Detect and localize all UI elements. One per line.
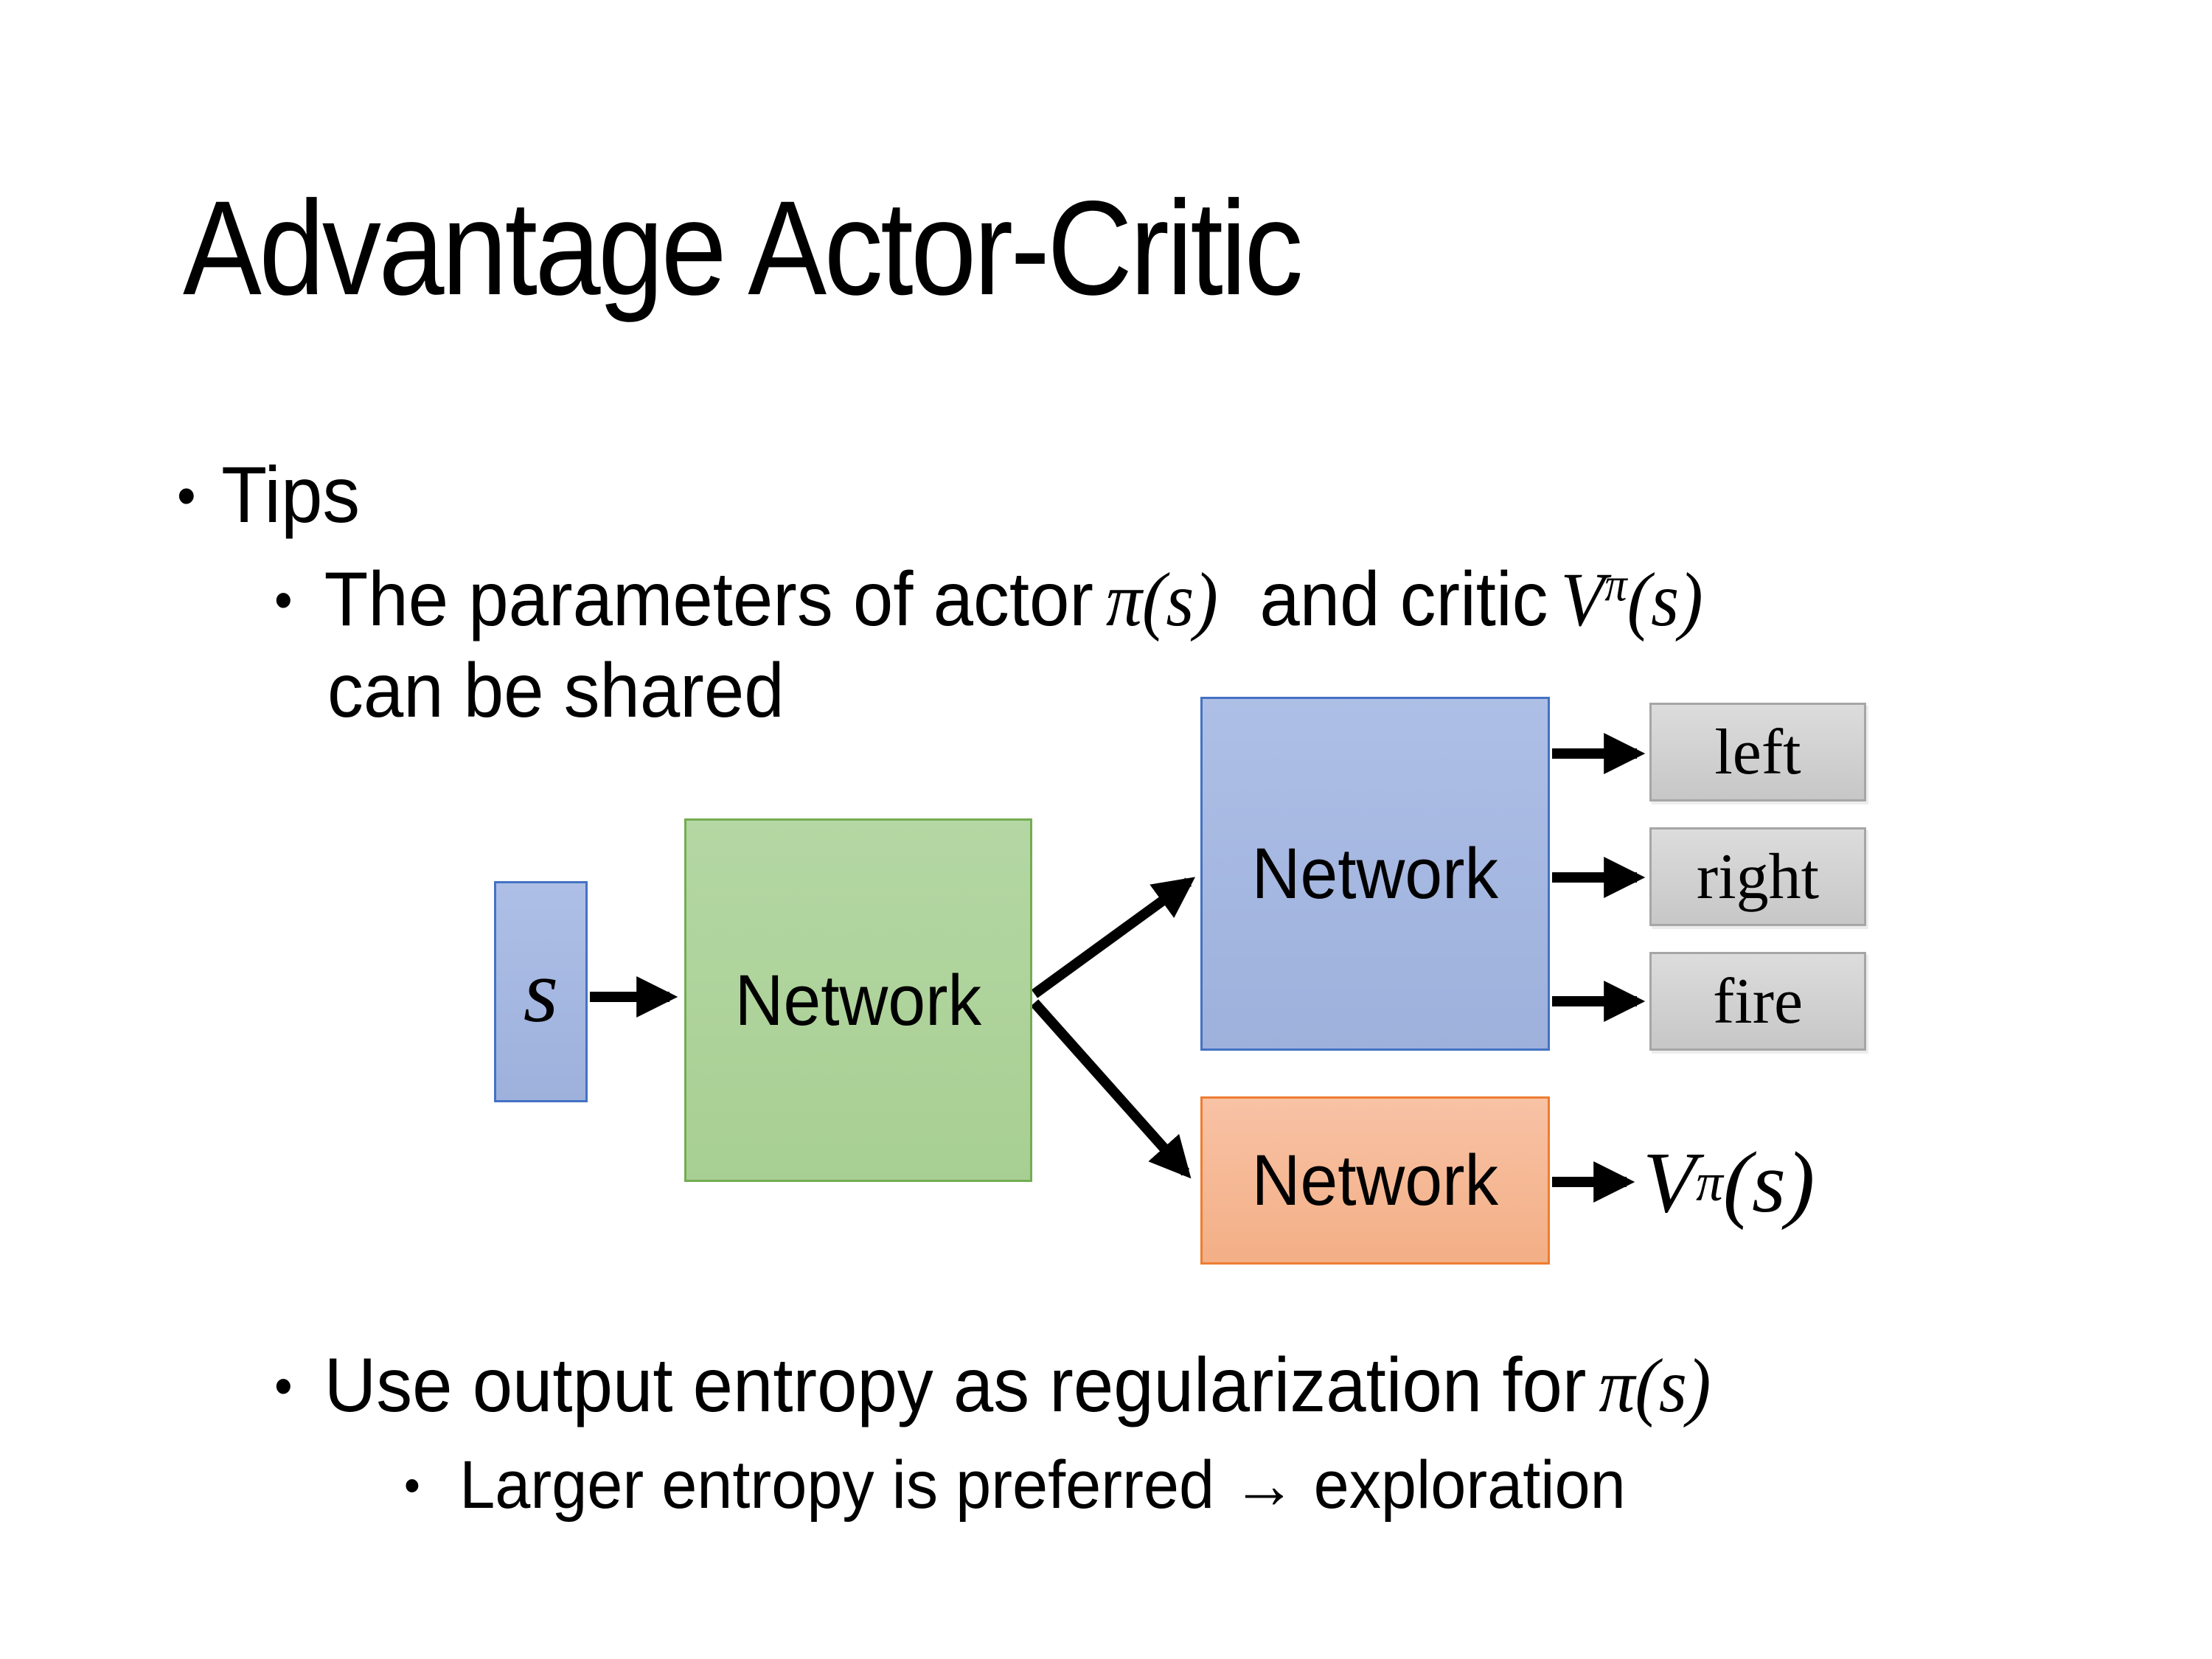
larger-entropy-text: Larger entropy is preferred → exploratio…	[459, 1447, 1626, 1523]
state-label: s	[523, 942, 559, 1041]
bullet-dot: •	[274, 568, 293, 631]
bullet-dot: •	[404, 1458, 420, 1514]
critic-math-sup: π	[1604, 558, 1627, 611]
page-title: Advantage Actor-Critic	[183, 173, 1303, 323]
action-label-fire: fire	[1712, 965, 1804, 1037]
actor-network-label: Network	[1251, 833, 1499, 914]
bullet-item-larger-entropy: • Larger entropy is preferred → explorati…	[404, 1447, 1626, 1524]
entropy-math: π(s)	[1599, 1343, 1711, 1428]
value-output-args: (s)	[1722, 1134, 1815, 1231]
bullet-dot: •	[177, 464, 196, 528]
entropy-text: Use output entropy as regularization for	[324, 1343, 1587, 1428]
critic-math-base: V	[1560, 557, 1605, 642]
tips-label: Tips	[221, 450, 361, 539]
critic-math: Vπ(s)	[1560, 557, 1703, 642]
actor-network-box: Network	[1200, 697, 1550, 1051]
value-output-base: V	[1643, 1134, 1697, 1231]
bullet-item-entropy: • Use output entropy as regularization fo…	[274, 1342, 1721, 1430]
state-input-box: s	[494, 881, 588, 1102]
bullet-item-parameters-wrap: can be shared	[327, 647, 785, 735]
arrow-shared-to-critic	[1030, 999, 1192, 1179]
critic-network-box: Network	[1200, 1096, 1550, 1265]
bullet-dot: •	[274, 1354, 293, 1417]
action-box-right: right	[1649, 827, 1866, 926]
actor-math: π(s)	[1105, 557, 1218, 642]
parameters-text-line2: can be shared	[327, 648, 785, 734]
bullet-item-tips: • Tips	[177, 448, 360, 540]
shared-network-box: Network	[684, 818, 1032, 1182]
action-label-left: left	[1714, 716, 1801, 788]
parameters-text-mid: and critic	[1259, 557, 1548, 642]
critic-network-label: Network	[1251, 1140, 1499, 1220]
value-output-sup: π	[1696, 1152, 1723, 1212]
action-label-right: right	[1696, 841, 1820, 913]
critic-math-args: (s)	[1627, 557, 1703, 642]
arrow-shared-to-actor	[1031, 877, 1196, 998]
action-box-left: left	[1649, 703, 1866, 801]
parameters-text-pre: The parameters of actor	[324, 557, 1093, 642]
action-box-fire: fire	[1649, 952, 1866, 1051]
shared-network-label: Network	[734, 959, 982, 1040]
